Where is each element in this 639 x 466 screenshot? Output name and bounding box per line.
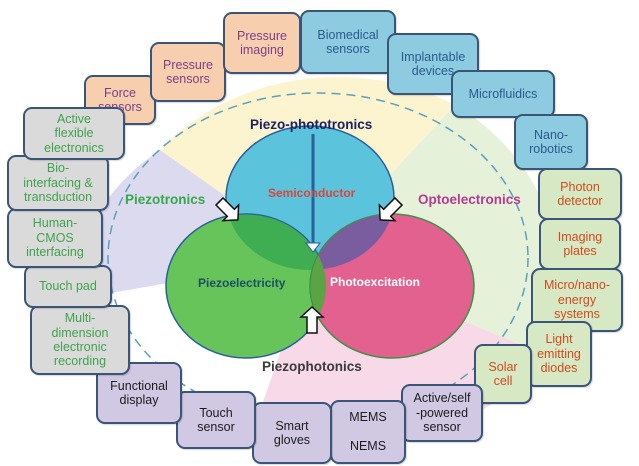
- overlap-piezo-photo: [309, 214, 326, 358]
- app-active-self-powered-sensor: Active/self -powered sensor: [401, 384, 483, 442]
- label-piezoelectricity: Piezoelectricity: [198, 276, 286, 290]
- label-piezo-phototronics: Piezo-phototronics: [250, 117, 373, 132]
- app-multi-dimension-recording: Multi- dimension electronic recording: [30, 305, 130, 375]
- app-bio-interfacing: Bio- interfacing & transduction: [7, 155, 109, 211]
- label-semiconductor: Semiconductor: [268, 186, 356, 200]
- app-human-cmos: Human- CMOS interfacing: [7, 208, 103, 268]
- overlap-semi-piezo: [226, 213, 327, 270]
- app-smart-gloves: Smart gloves: [252, 402, 332, 464]
- label-piezotronics: Piezotronics: [125, 192, 206, 207]
- label-optoelectronics: Optoelectronics: [418, 192, 521, 207]
- app-implantable-devices: Implantable devices: [387, 33, 479, 95]
- app-biomedical-sensors: Biomedical sensors: [300, 10, 396, 74]
- app-mems-nems: MEMS NEMS: [330, 400, 406, 464]
- arrow-right-icon: [378, 196, 404, 222]
- label-piezophotonics: Piezophotonics: [262, 359, 362, 374]
- dashed-boundary: [107, 92, 529, 424]
- label-photoexcitation: Photoexcitation: [330, 275, 421, 289]
- app-imaging-plates: Imaging plates: [539, 218, 621, 270]
- app-micro-nano-energy: Micro/nano- energy systems: [531, 268, 623, 332]
- app-microfluidics: Microfluidics: [451, 70, 555, 118]
- app-nano-robotics: Nano- robotics: [514, 114, 588, 170]
- app-touch-pad: Touch pad: [24, 265, 112, 308]
- app-touch-sensor: Touch sensor: [176, 391, 256, 449]
- app-functional-display: Functional display: [96, 362, 182, 424]
- app-pressure-sensors: Pressure sensors: [150, 42, 226, 102]
- arrow-up-icon: [299, 305, 325, 334]
- app-active-flexible-electronics: Active flexible electronics: [23, 107, 125, 160]
- arrow-down-head: [304, 242, 322, 253]
- app-light-emitting-diodes: Light emitting diodes: [526, 321, 592, 387]
- app-pressure-imaging: Pressure imaging: [223, 12, 301, 74]
- app-photon-detector: Photon detector: [538, 168, 622, 220]
- app-solar-cell: Solar cell: [474, 344, 532, 404]
- arrow-left-icon: [214, 196, 240, 222]
